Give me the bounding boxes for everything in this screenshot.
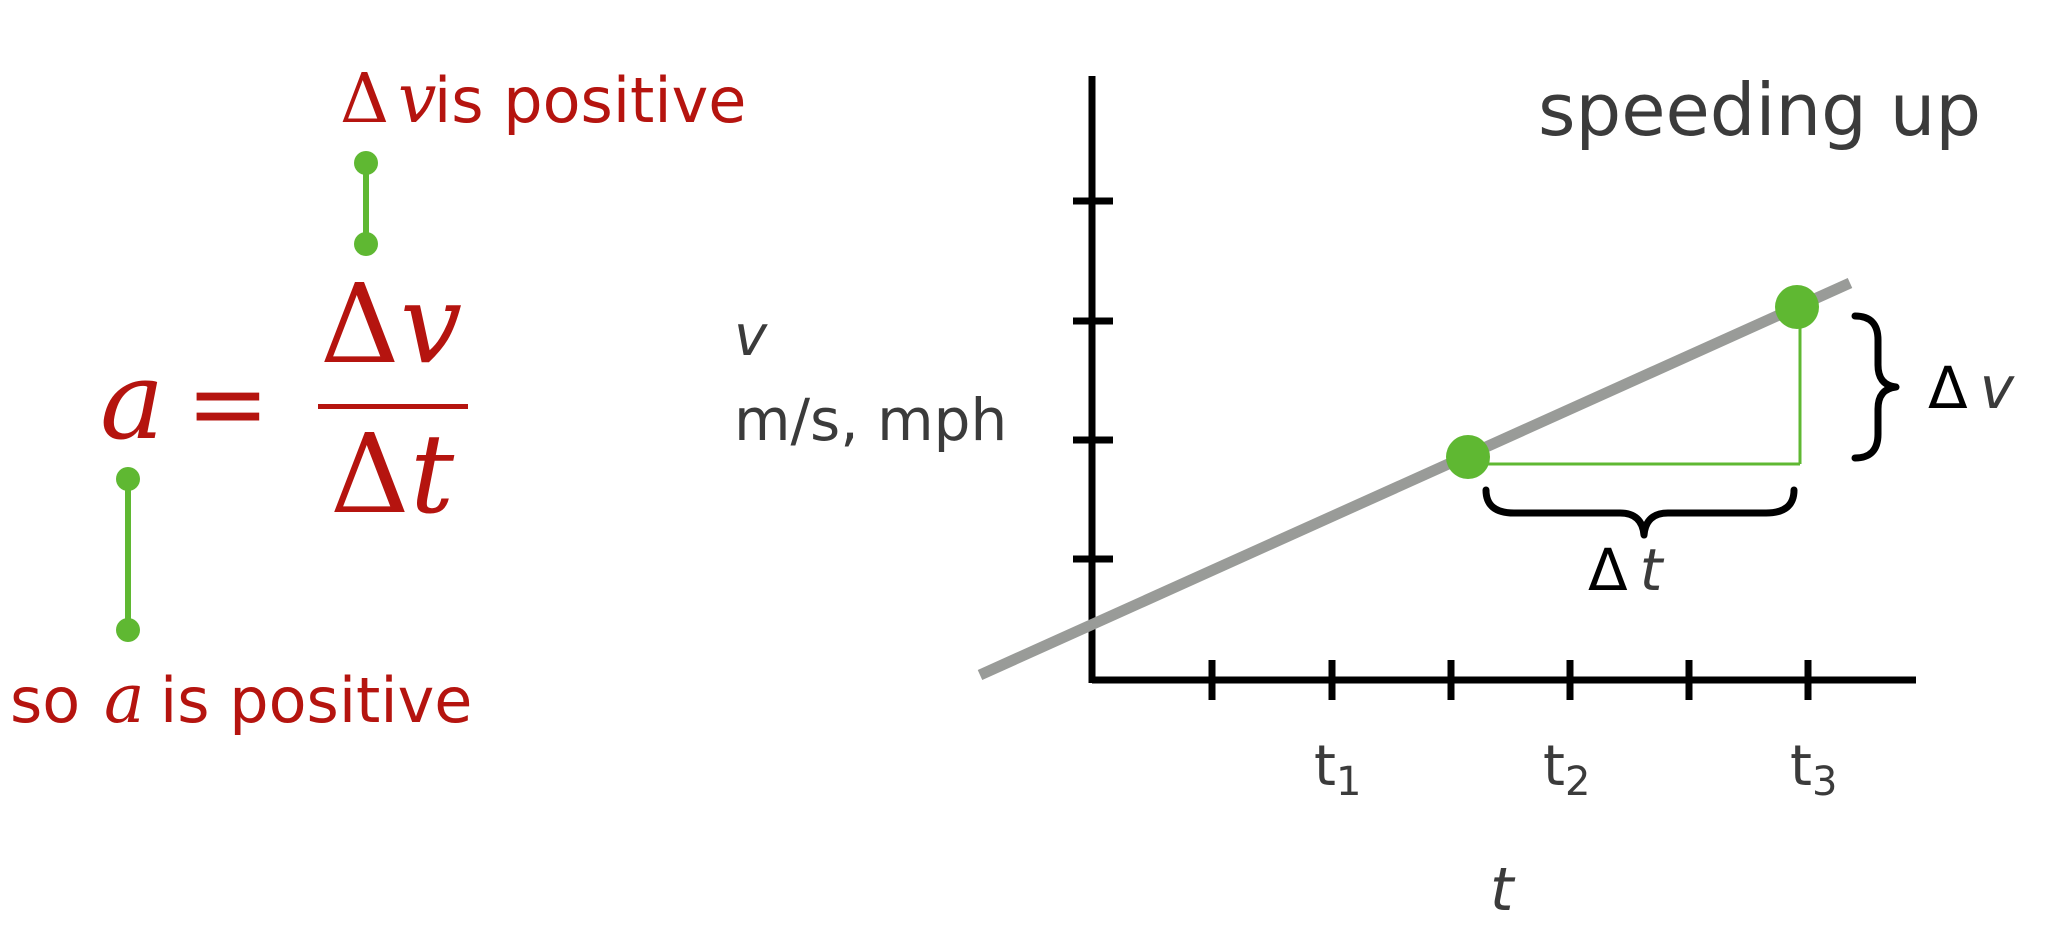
x-tick-label-t3-sub: 3 <box>1812 759 1837 805</box>
equation-numerator-delta: Δ <box>320 260 399 388</box>
connector-top-dot-lower <box>354 232 378 256</box>
x-tick-label-t3: t3 <box>1790 734 1837 805</box>
delta-t-brace <box>1482 486 1798 539</box>
y-axis-units: m/s, mph <box>734 386 1007 454</box>
x-tick-label-t1-sub: 1 <box>1336 759 1361 805</box>
x-axis-label: t <box>1490 855 1516 925</box>
point-end <box>1775 285 1819 329</box>
delta-t-var: t <box>1640 536 1665 604</box>
connector-bottom-dot-lower <box>116 618 140 642</box>
annotation-top-text: is positive <box>434 64 746 137</box>
equation: a = Δ v Δ t <box>100 260 468 538</box>
delta-t-symbol: Δ <box>1588 536 1628 604</box>
x-tick-labels: t1 t2 t3 <box>1314 734 1837 805</box>
velocity-line <box>977 277 1853 681</box>
axes <box>1073 76 1916 700</box>
connector-bottom-dot-upper <box>116 467 140 491</box>
x-tick-label-t2: t2 <box>1543 734 1590 805</box>
annotation-top-var: v <box>398 60 436 139</box>
equation-lhs: a <box>100 339 164 464</box>
connector-top <box>354 151 378 256</box>
point-start <box>1446 435 1490 479</box>
graph-title: speeding up <box>1538 68 1981 152</box>
annotation-bottom: so a is positive <box>10 660 472 739</box>
equation-equals: = <box>186 345 270 462</box>
annotation-bottom-var: a <box>104 660 145 739</box>
equation-denominator-delta: Δ <box>330 410 409 538</box>
annotation-top: Δ v is positive <box>340 60 746 139</box>
delta-v-brace <box>1851 312 1900 462</box>
annotation-bottom-text: is positive <box>160 664 472 737</box>
slope-triangle <box>1468 306 1802 466</box>
x-tick-label-t2-base: t <box>1543 734 1565 799</box>
equation-numerator-var: v <box>400 260 462 388</box>
annotation-top-delta: Δ <box>340 60 389 139</box>
connector-bottom <box>116 467 140 642</box>
annotation-bottom-pre: so <box>10 664 80 737</box>
y-axis-var: v <box>734 304 768 369</box>
x-tick-label-t1-base: t <box>1314 734 1336 799</box>
fraction-bar <box>318 404 468 409</box>
connector-top-dot-upper <box>354 151 378 175</box>
equation-denominator-var: t <box>410 410 455 538</box>
delta-v-symbol: Δ <box>1928 354 1968 422</box>
x-tick-label-t2-sub: 2 <box>1565 759 1590 805</box>
x-tick-label-t1: t1 <box>1314 734 1361 805</box>
x-tick-label-t3-base: t <box>1790 734 1812 799</box>
delta-v-var: v <box>1980 354 2016 422</box>
